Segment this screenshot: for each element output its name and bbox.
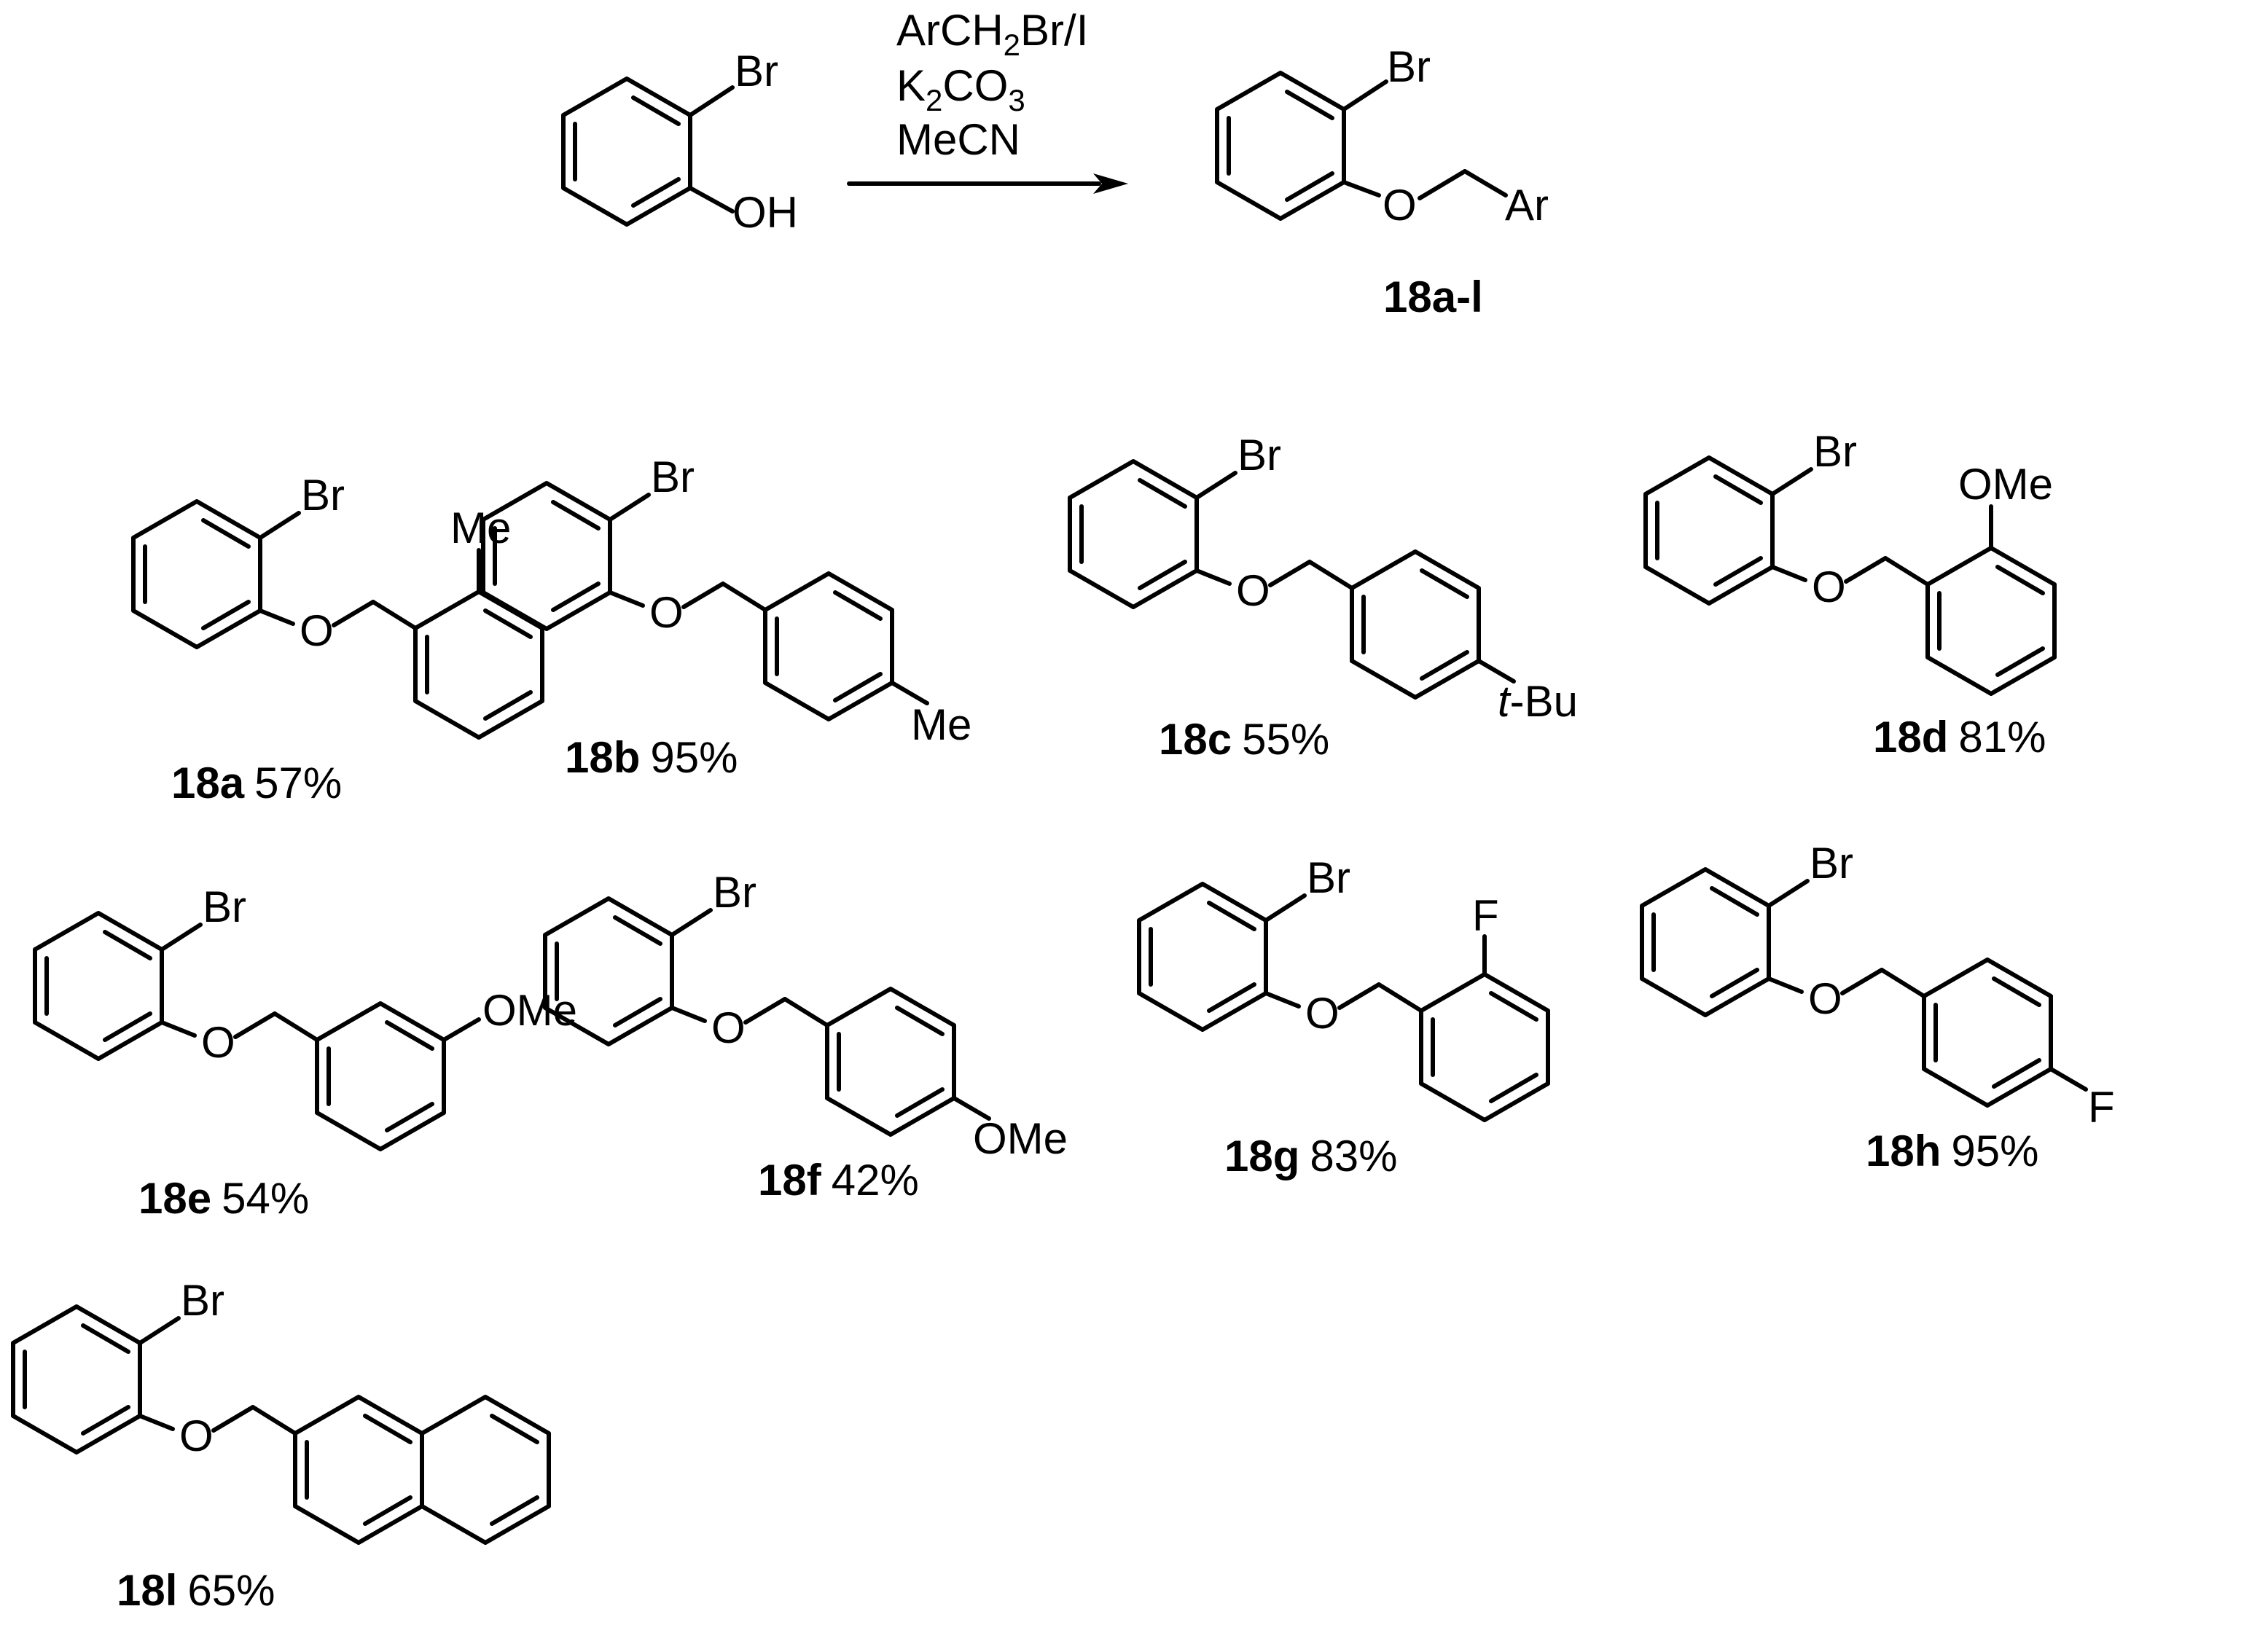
aryl-label: Ar [1505,181,1549,230]
methoxy-label: OMe [482,986,577,1035]
compound-id: 18l [117,1566,177,1615]
ether-oxygen-label: O [711,1003,746,1052]
reagent-base: K2CO3 [896,61,1025,117]
compound-id: 18h [1866,1127,1941,1175]
ether-oxygen-label: O [1236,566,1270,615]
fluoro-label: F [2088,1083,2115,1132]
bromo-label: Br [181,1276,224,1325]
bromo-label: Br [735,47,778,95]
compound-id: 18c [1159,715,1232,764]
reagents: ArCH2Br/I K2CO3 MeCN [896,6,1088,164]
compound-id: 18a [171,759,245,807]
ether-oxygen-label: O [1808,974,1842,1023]
ether-oxygen-label: O [1812,563,1846,611]
tert-butyl-label: t-Bu [1498,677,1578,726]
reaction-arrow [847,173,1128,194]
hydroxyl-label: OH [732,188,798,237]
bromo-label: Br [1810,839,1853,888]
compound-yield: 83% [1310,1132,1397,1180]
compound-yield: 55% [1242,715,1329,764]
bromo-label: Br [1237,431,1281,479]
compound-yield: 54% [222,1174,309,1223]
compound-yield: 81% [1958,713,2046,761]
ether-oxygen-label: O [300,606,334,655]
ether-oxygen-label: O [1383,181,1417,230]
compound-yield: 95% [650,733,738,782]
compound-id: 18f [758,1156,822,1205]
compound-id: 18e [138,1174,211,1223]
ether-oxygen-label: O [179,1411,214,1460]
methoxy-label: OMe [973,1114,1068,1163]
starting-material-2-bromophenol: Br OH [561,47,798,237]
compound-id: 18g [1224,1132,1299,1180]
compound-id: 18b [565,733,640,782]
compound-yield: 65% [187,1566,275,1615]
methyl-label: Me [911,700,971,749]
bromo-label: Br [651,453,695,501]
ether-oxygen-label: O [201,1018,235,1067]
ether-oxygen-label: O [649,588,684,637]
bromo-label: Br [713,868,756,917]
bromo-label: Br [203,882,246,931]
compound-yield: 42% [832,1156,919,1205]
bromo-label: Br [1307,853,1350,902]
bromo-label: Br [1387,42,1431,91]
bromo-label: Br [301,471,345,520]
general-product: Br O Ar 18a-l [1215,42,1549,321]
compound-yield: 95% [1951,1127,2038,1175]
methoxy-label: OMe [1958,460,2053,509]
ether-oxygen-label: O [1305,989,1340,1038]
reagent-solvent: MeCN [896,115,1020,164]
compound-yield: 57% [254,759,342,807]
product-series-label: 18a-l [1383,273,1483,321]
fluoro-label: F [1472,891,1499,940]
compound-id: 18d [1873,713,1948,761]
reagent-benzyl-halide: ArCH2Br/I [896,6,1088,62]
bromo-label: Br [1813,427,1857,476]
